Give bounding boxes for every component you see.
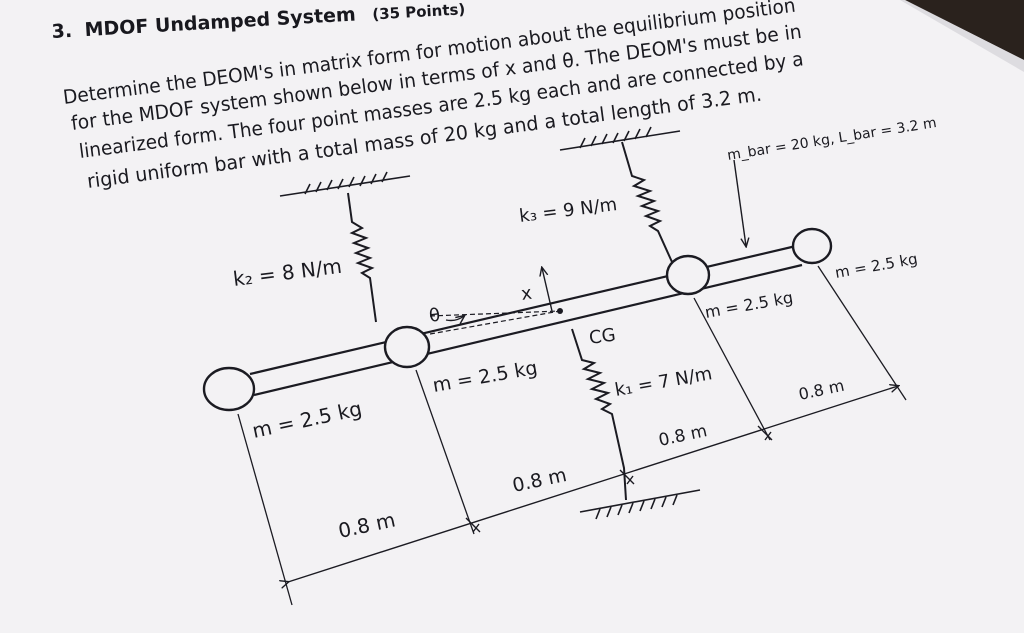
spring-k2 xyxy=(347,192,377,323)
problem-points: (35 Points) xyxy=(372,0,466,23)
dimension-line xyxy=(288,386,898,582)
paper-edge-shadow xyxy=(900,0,1024,72)
problem-number: 3. xyxy=(51,20,73,43)
cg-label: CG xyxy=(588,324,617,348)
cg-marker xyxy=(429,268,563,335)
spring-k3 xyxy=(621,141,673,263)
ground-k3 xyxy=(559,126,681,151)
mass-3-circle xyxy=(665,254,711,296)
mass-1-circle xyxy=(202,366,256,412)
bar-props-arrow xyxy=(733,159,746,246)
mass-2-circle xyxy=(383,325,431,369)
x-label: x xyxy=(520,283,534,305)
ground-k2 xyxy=(279,171,411,197)
theta-label: θ xyxy=(428,305,442,327)
mass-4-circle xyxy=(791,227,833,265)
